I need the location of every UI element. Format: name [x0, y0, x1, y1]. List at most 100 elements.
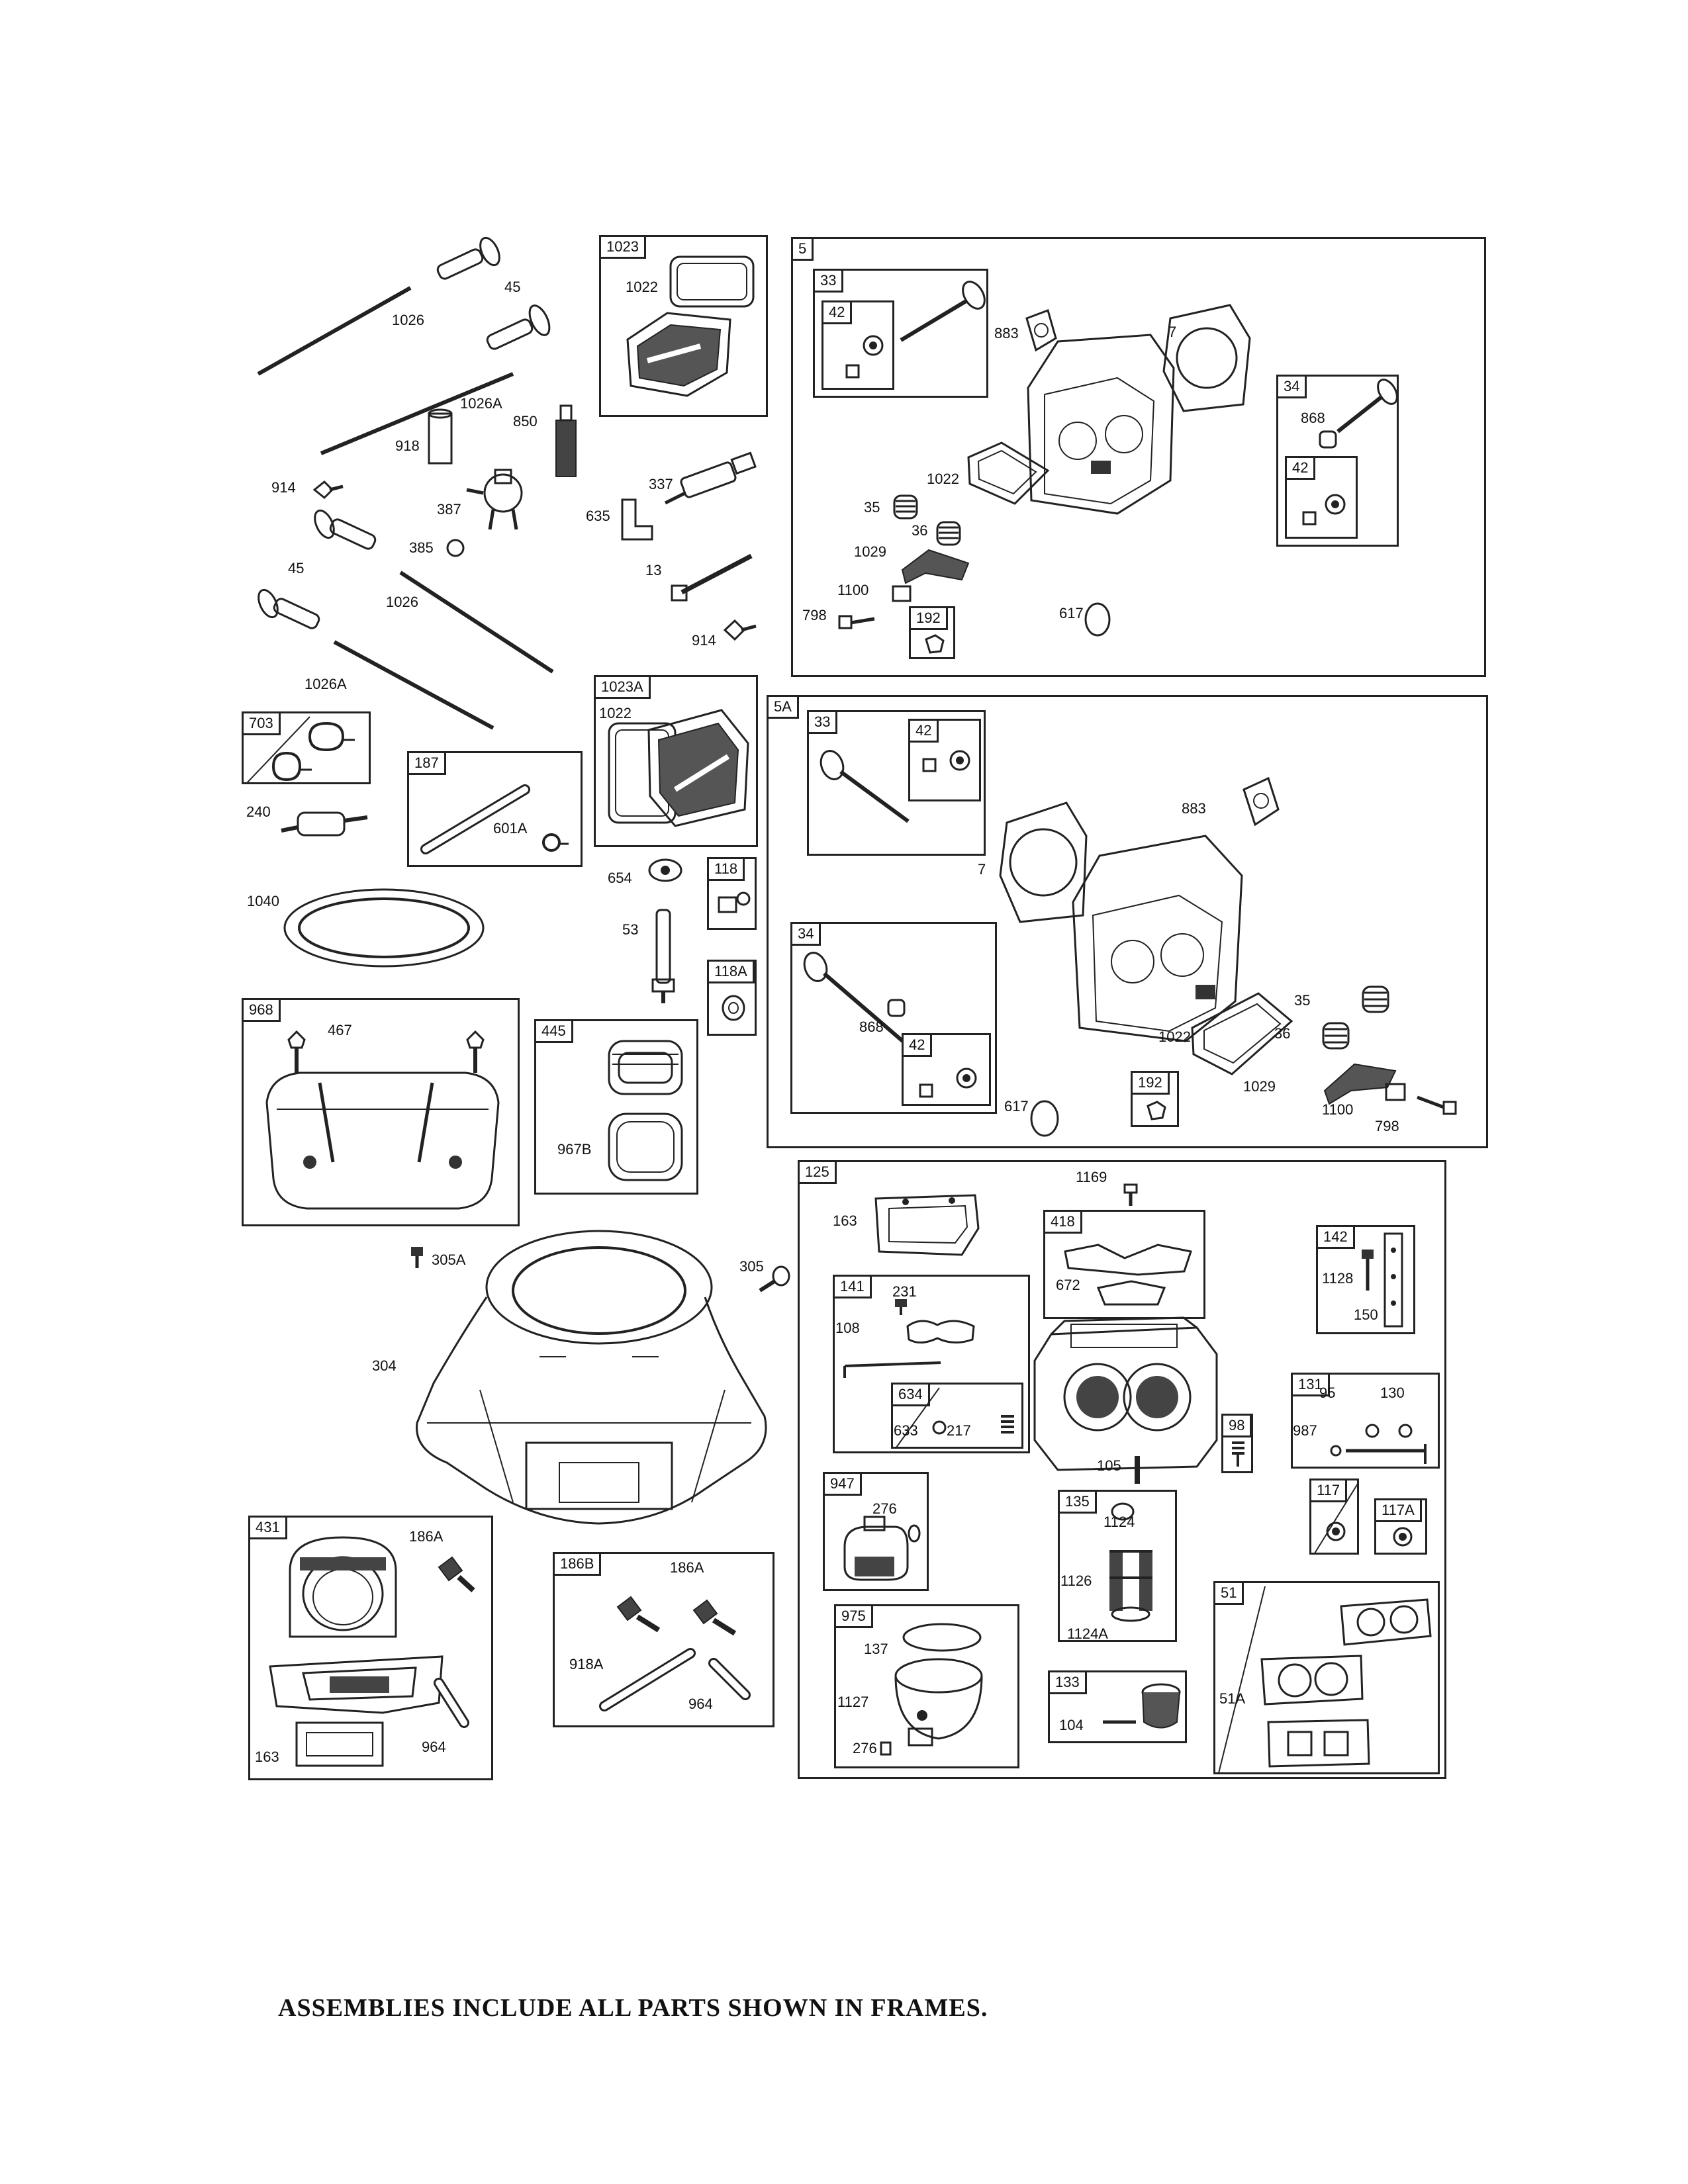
screw-illustration	[836, 610, 876, 636]
ring-illustration	[1326, 1441, 1346, 1461]
part-number-label: 108	[835, 1320, 860, 1336]
assembly-number-tag: 51	[1213, 1581, 1244, 1605]
assembly-frame-117: 117	[1309, 1479, 1359, 1555]
valve-seal-illustration	[1315, 426, 1341, 453]
valve-cover-illustration	[642, 704, 751, 829]
part-number-label: 240	[246, 803, 271, 820]
part-number-label: 967B	[557, 1141, 592, 1158]
carburetor-gasket-illustration	[1255, 1646, 1368, 1712]
part-number-label: 387	[437, 501, 461, 518]
filter-element-illustration	[424, 407, 457, 467]
pushrod-illustration	[397, 569, 556, 675]
part-number-label: 654	[608, 870, 632, 886]
assembly-frame-1023: 1023	[599, 235, 768, 417]
assembly-frame-1023A: 1023A	[594, 675, 758, 847]
part-number-label: 7	[1168, 324, 1177, 340]
assembly-number-tag: 703	[242, 711, 281, 735]
cylinder-head-illustration	[1060, 829, 1252, 1048]
part-number-label: 1126	[1060, 1572, 1092, 1589]
screw-illustration	[1100, 1715, 1139, 1729]
part-number-label: 1100	[1322, 1101, 1354, 1118]
part-number-label: 1026	[392, 312, 424, 328]
air-filter-element-illustration	[602, 1107, 688, 1187]
part-number-label: 1022	[599, 705, 632, 721]
part-number-label: 130	[1380, 1385, 1405, 1401]
valve-cover-gasket-illustration	[667, 253, 757, 310]
breather-valve-illustration	[719, 991, 749, 1024]
assembly-number-tag: 192	[909, 606, 948, 630]
air-cleaner-base-illustration	[277, 1531, 409, 1650]
screw-illustration	[411, 1247, 423, 1271]
part-number-label: 914	[692, 632, 716, 649]
assembly-number-tag: 42	[908, 719, 939, 743]
assembly-number-tag: 34	[1276, 375, 1307, 398]
assembly-number-tag: 187	[407, 751, 446, 775]
part-number-label: 1100	[837, 582, 869, 598]
rocker-cover-gasket-illustration	[962, 437, 1055, 510]
assembly-number-tag: 42	[1285, 456, 1316, 480]
stud-illustration	[283, 1026, 310, 1076]
intake-valve-illustration	[816, 749, 915, 828]
assembly-number-tag: 634	[891, 1383, 930, 1406]
part-number-label: 883	[1182, 800, 1206, 817]
fuel-solenoid-illustration	[835, 1507, 927, 1586]
assembly-frame-5-34-42: 42	[1285, 456, 1358, 539]
plug-illustration	[1386, 1524, 1419, 1550]
assembly-number-tag: 98	[1221, 1414, 1252, 1437]
assembly-frame-125: 125 418 142	[798, 1160, 1446, 1779]
divider-line	[893, 1385, 1025, 1451]
assemblies-note-caption: ASSEMBLIES INCLUDE ALL PARTS SHOWN IN FR…	[278, 1994, 988, 2022]
assembly-frame-98: 98	[1221, 1414, 1253, 1473]
head-gasket-illustration	[994, 796, 1093, 929]
fuel-hose-illustration	[419, 783, 532, 856]
part-number-label: 964	[688, 1696, 713, 1712]
assembly-number-tag: 42	[821, 300, 853, 324]
exhaust-gasket-illustration	[1021, 305, 1061, 355]
assembly-number-tag: 1023	[599, 235, 646, 259]
assembly-number-tag: 142	[1316, 1225, 1355, 1249]
carburetor-body-illustration	[1025, 1314, 1230, 1480]
part-number-label: 1169	[1076, 1169, 1107, 1185]
breather-tube-illustration	[687, 1594, 740, 1640]
part-number-label: 305A	[432, 1251, 466, 1268]
valve-spring-illustration	[1358, 981, 1394, 1018]
assembly-frame-947: 947	[823, 1472, 929, 1591]
part-number-label: 45	[504, 279, 521, 295]
intake-valve-illustration	[898, 281, 987, 347]
breather-cap-illustration	[645, 854, 685, 887]
assembly-number-tag: 133	[1048, 1670, 1087, 1694]
part-number-label: 36	[912, 522, 928, 539]
valve-seal-illustration	[882, 993, 912, 1023]
plug-illustration	[1321, 1517, 1351, 1547]
valve-cover-illustration	[621, 300, 737, 399]
part-number-label: 104	[1059, 1717, 1084, 1733]
base-gasket-illustration	[290, 1716, 389, 1772]
sealant-tube-illustration	[549, 400, 583, 480]
pre-cleaner-illustration	[602, 1034, 688, 1101]
assembly-frame-51: 51	[1213, 1581, 1440, 1774]
rocker-arm-illustration	[1321, 1054, 1401, 1107]
assembly-number-tag: 445	[534, 1019, 573, 1043]
nut-illustration	[921, 631, 947, 658]
screw-illustration	[876, 1739, 896, 1758]
assembly-frame-975: 975	[834, 1604, 1019, 1768]
hose-illustration	[432, 1676, 472, 1729]
assembly-frame-418: 418	[1043, 1210, 1205, 1319]
nut-illustration	[1143, 1098, 1169, 1124]
screw-illustration	[895, 1299, 907, 1316]
spark-plug-illustration	[662, 450, 761, 516]
hose-clamp-illustration	[303, 720, 356, 753]
part-number-label: 186A	[670, 1559, 704, 1576]
float-illustration	[1106, 1498, 1139, 1525]
exhaust-valve-illustration	[799, 950, 912, 1050]
part-number-label: 7	[978, 861, 986, 878]
assembly-number-tag: 968	[242, 998, 281, 1022]
intake-tube-illustration	[480, 304, 553, 357]
spring-illustration	[929, 1418, 949, 1437]
assembly-number-tag: 418	[1043, 1210, 1082, 1234]
pump-illustration	[1136, 1679, 1186, 1735]
pivot-illustration	[889, 580, 915, 606]
part-number-label: 918	[395, 437, 420, 454]
o-ring-illustration	[1027, 1097, 1063, 1140]
assembly-frame-118: 118	[707, 857, 757, 930]
